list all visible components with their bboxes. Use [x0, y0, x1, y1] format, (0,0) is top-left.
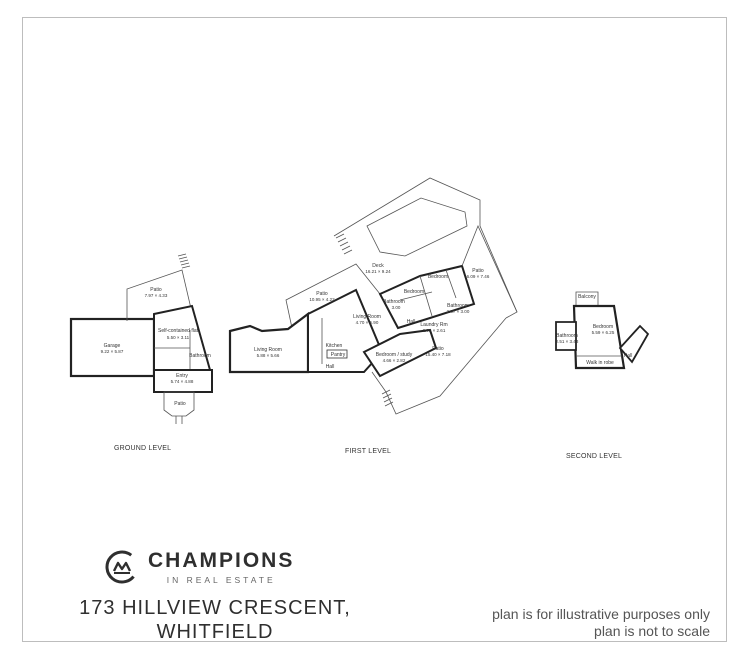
- dim-first-living-room: 4.70 × 5.90: [356, 320, 379, 325]
- ground-level-plan: [69, 253, 213, 424]
- label-kitchen: Kitchen: [326, 343, 343, 349]
- second-hall-outline: [618, 324, 650, 364]
- dim-garage: 9.22 × 5.87: [101, 349, 124, 354]
- label-second-bedroom: Bedroom: [593, 324, 613, 330]
- dim-deck: 16.21 × 9.24: [365, 269, 391, 274]
- first-level-plan: [228, 177, 518, 415]
- first-bottom-stairs: [381, 389, 394, 407]
- label-first-bedroom-1: Bedroom: [428, 274, 448, 280]
- dim-flat: 5.50 × 3.11: [167, 335, 190, 340]
- first-level-label: FIRST LEVEL: [345, 448, 392, 455]
- champions-logo-icon: [105, 550, 139, 584]
- address-line-1: 173 HILLVIEW CRESCENT,: [79, 597, 351, 619]
- label-balcony: Balcony: [578, 294, 596, 300]
- brand-subtitle: IN REAL ESTATE: [166, 574, 276, 585]
- dim-first-patio-bottom: 15.40 × 7.18: [425, 352, 451, 357]
- label-laundry: Laundry Rm: [420, 322, 447, 328]
- dim-laundry: 2.72 × 2.61: [423, 328, 446, 333]
- second-bedroom-outline: [572, 304, 626, 370]
- property-address: 173 HILLVIEW CRESCENT, WHITFIELD: [70, 596, 360, 644]
- label-ground-bottom-patio: Patio: [174, 401, 186, 407]
- label-living-room-left: Living Room: [254, 347, 282, 353]
- dim-first-patio-right: 6.09 × 7.46: [467, 274, 490, 279]
- second-level-plan: [555, 291, 650, 370]
- dim-entry: 5.74 × 4.88: [171, 379, 194, 384]
- deck-outline: [333, 177, 518, 319]
- second-level-label: SECOND LEVEL: [566, 453, 623, 460]
- label-garage: Garage: [104, 343, 121, 349]
- dim-living-room-left: 5.88 × 5.66: [257, 353, 280, 358]
- label-first-bathroom-2: Bathroom: [383, 299, 405, 305]
- brand-name: CHAMPIONS: [148, 548, 295, 572]
- label-first-patio-left: Patio: [316, 291, 328, 297]
- plan-frame: [22, 17, 727, 642]
- label-bedroom-study: Bedroom / study: [376, 352, 413, 358]
- label-first-hall: Hall: [407, 319, 416, 325]
- deck-stairs: [335, 233, 353, 255]
- plan-disclaimer: plan is for illustrative purposes only p…: [492, 606, 710, 640]
- label-first-bathroom-1: Bathroom: [447, 303, 469, 309]
- label-flat: Self-contained flat: [158, 328, 199, 334]
- first-patio-bottom: [371, 317, 507, 415]
- second-bathroom-outline: [555, 321, 577, 351]
- entry-outline: [153, 369, 213, 393]
- dim-second-bedroom: 5.59 × 6.25: [592, 330, 615, 335]
- label-first-bedroom-2: Bedroom: [404, 289, 424, 295]
- dim-ground-patio: 7.97 × 4.33: [145, 293, 168, 298]
- study-outline: [362, 328, 438, 378]
- label-ground-patio: Patio: [150, 287, 162, 293]
- label-first-patio-right: Patio: [472, 268, 484, 274]
- address-line-2: WHITFIELD: [156, 621, 274, 643]
- label-first-patio-bottom: Patio: [432, 346, 444, 352]
- label-pantry: Pantry: [331, 352, 346, 358]
- label-first-living-room: Living Room: [353, 314, 381, 320]
- ground-patio-outline: [126, 269, 197, 331]
- label-second-bathroom: Bathroom: [556, 333, 578, 339]
- label-ground-bathroom: Bathroom: [189, 353, 211, 359]
- label-deck: Deck: [372, 263, 384, 269]
- pool-outline: [366, 197, 468, 257]
- first-patio-right: [461, 224, 518, 313]
- label-first-hall-2: Hall: [326, 364, 335, 370]
- ground-bottom-patio: [163, 391, 195, 417]
- first-patio-left: [285, 263, 381, 329]
- label-walk-in-robe: Walk in robe: [586, 360, 614, 366]
- dim-first-bathroom-1: 2.87 × 3.00: [447, 309, 470, 314]
- disclaimer-line-2: plan is not to scale: [594, 623, 710, 639]
- ground-stairs-top: [177, 253, 191, 269]
- living-room-left-outline: [228, 311, 310, 374]
- dim-second-bathroom: 2.51 × 3.43: [556, 339, 579, 344]
- dim-first-patio-left: 10.95 × 4.22: [309, 297, 335, 302]
- dim-bedroom-study: 4.66 × 2.82: [383, 358, 406, 363]
- ground-level-label: GROUND LEVEL: [114, 445, 172, 452]
- brand-block: CHAMPIONS IN REAL ESTATE: [104, 549, 294, 585]
- garage-outline: [69, 317, 156, 378]
- label-entry: Entry: [176, 373, 188, 379]
- label-second-hall: Hall: [624, 353, 633, 359]
- dim-first-bathroom-2: 3.00: [392, 305, 401, 310]
- disclaimer-line-1: plan is for illustrative purposes only: [492, 606, 710, 622]
